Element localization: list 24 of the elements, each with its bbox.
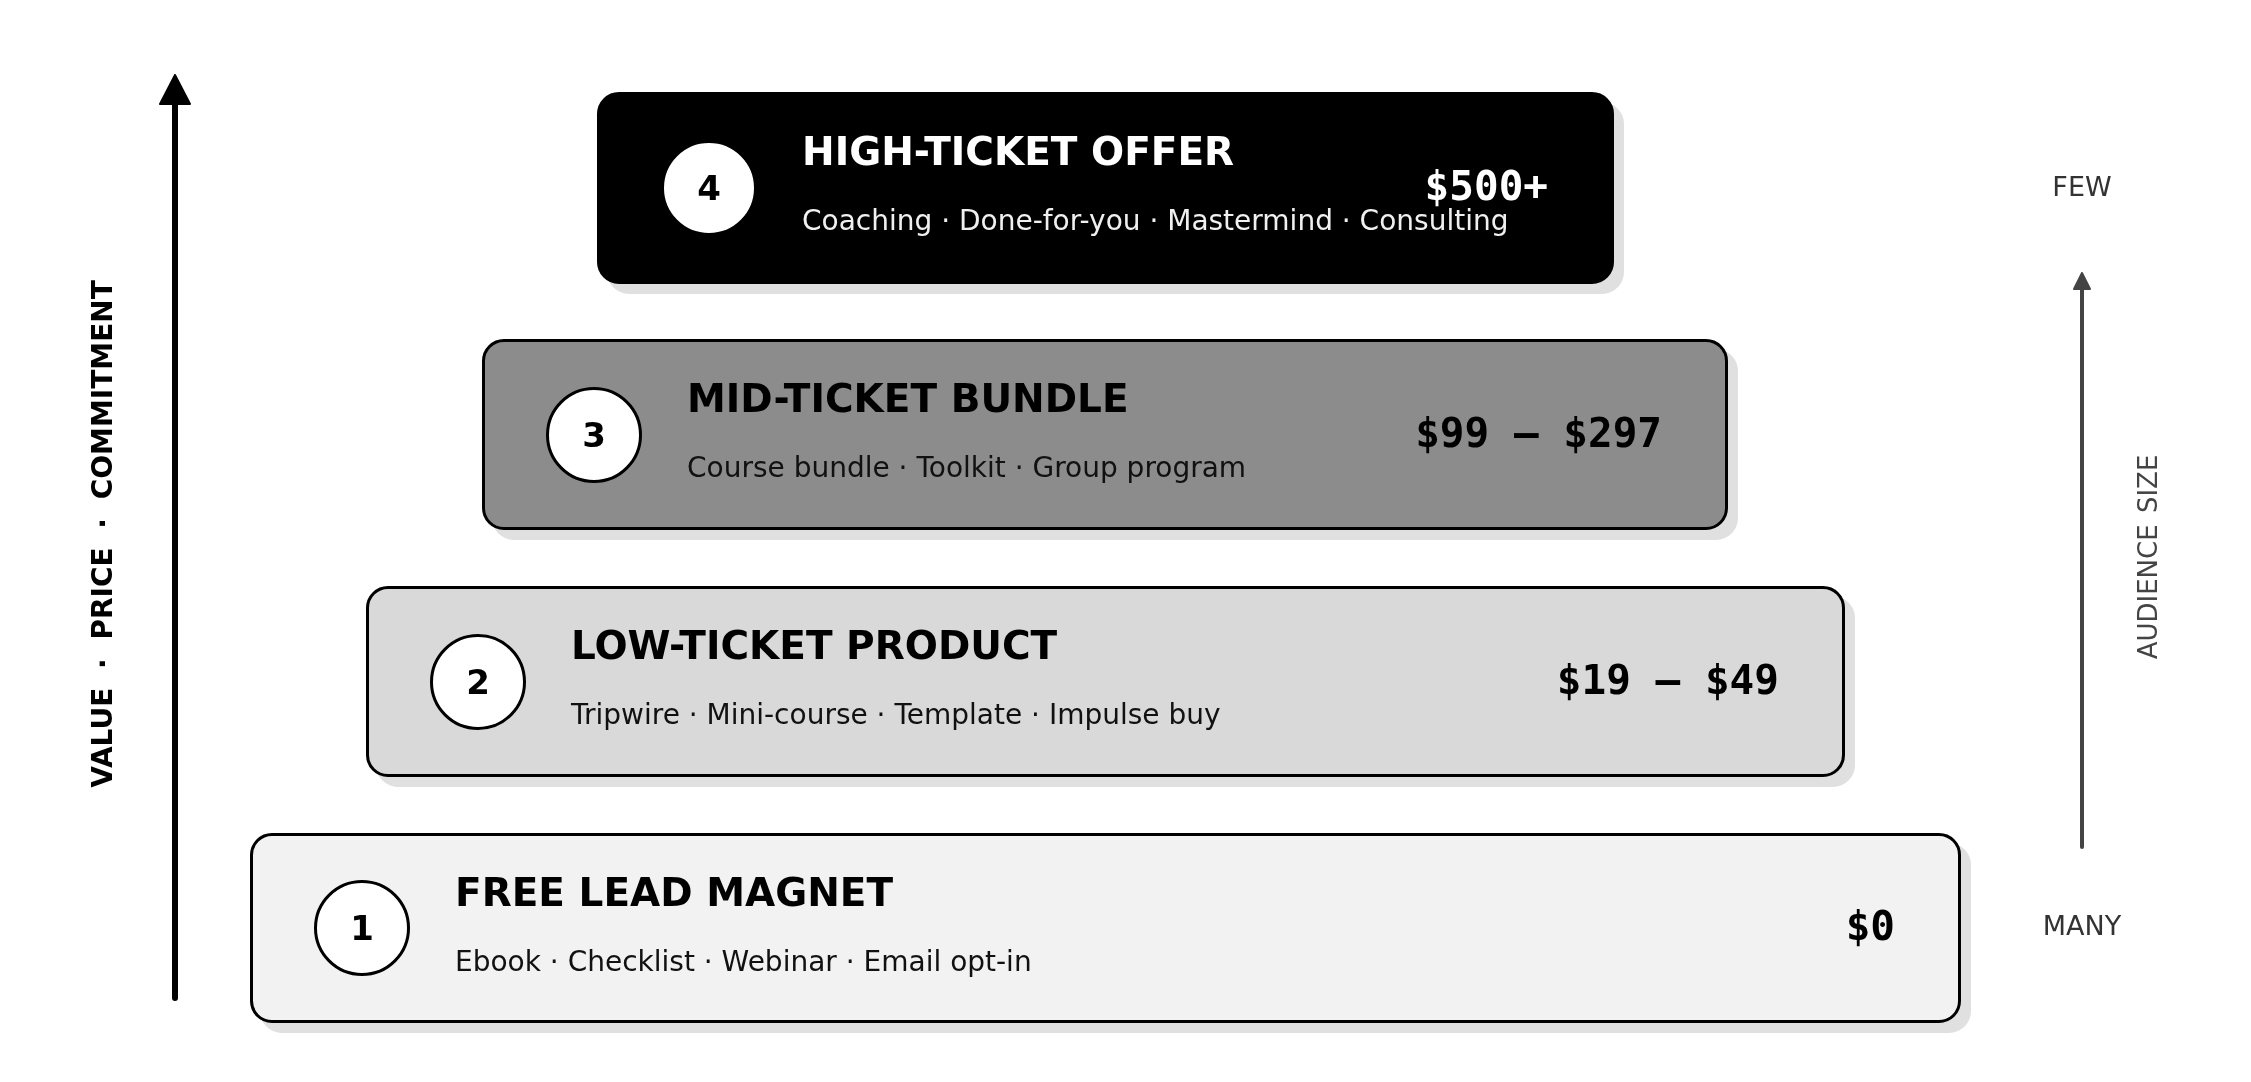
- axis-label: VALUE · PRICE · COMMITMENT: [86, 280, 120, 788]
- scale-label: MANY: [2042, 910, 2122, 942]
- tier-number: 2: [430, 633, 526, 730]
- tier-box: [250, 833, 1961, 1023]
- tier-number: 1: [314, 880, 410, 976]
- price-label: $99 – $297: [1415, 412, 1662, 453]
- tier-title: MID-TICKET BUNDLE: [687, 377, 1129, 421]
- tier-title: HIGH-TICKET OFFER: [802, 130, 1235, 174]
- tier-box: [482, 339, 1728, 530]
- tier-title: LOW-TICKET PRODUCT: [571, 624, 1058, 668]
- tier-description: Tripwire · Mini-course · Template · Impulse buy: [571, 701, 1221, 729]
- tier-description: Coaching · Done-for-you · Mastermind · Consulting: [802, 207, 1509, 235]
- tier-box: [366, 586, 1845, 777]
- tier-description: Course bundle · Toolkit · Group program: [687, 454, 1247, 482]
- price-label: $19 – $49: [1556, 659, 1779, 700]
- tier-title: FREE LEAD MAGNET: [455, 871, 894, 915]
- price-label: $0: [1845, 906, 1895, 946]
- axis-label: AUDIENCE SIZE: [2134, 454, 2164, 660]
- tier-number: 4: [661, 140, 757, 236]
- tier-number: 3: [546, 386, 642, 483]
- tier-box: [597, 92, 1614, 284]
- tier-description: Ebook · Checklist · Webinar · Email opt-in: [455, 948, 1032, 976]
- price-label: $500+: [1424, 166, 1548, 206]
- scale-label: FEW: [2052, 171, 2112, 203]
